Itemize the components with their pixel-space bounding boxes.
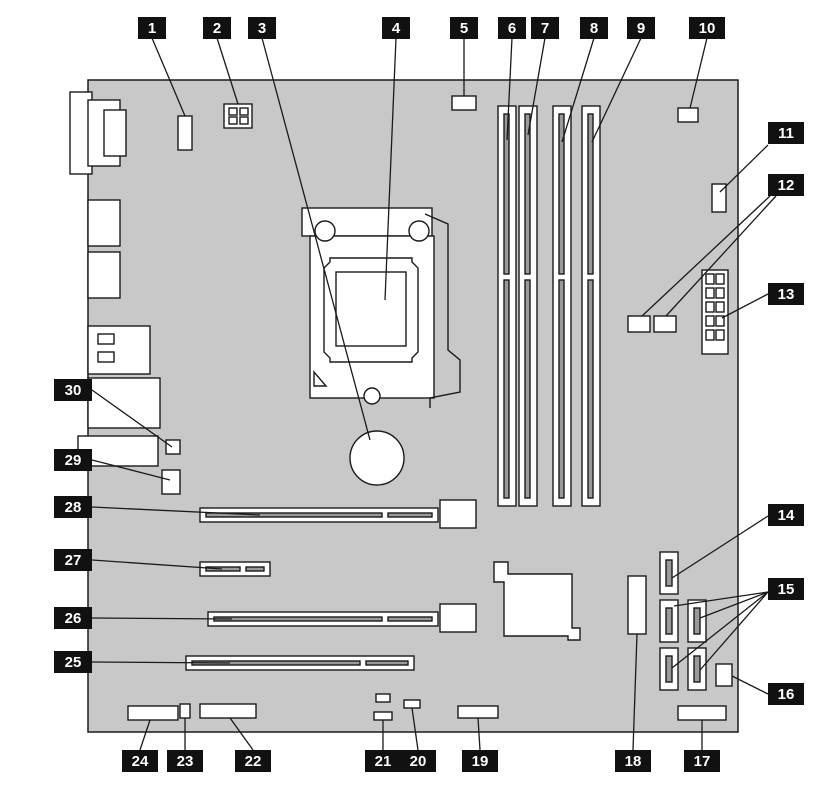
- coin-cell-battery: [349, 430, 405, 486]
- callout-label-9: 9: [637, 20, 645, 37]
- header-11: [711, 183, 727, 213]
- callout-badge-22: [235, 750, 271, 772]
- callout-badge-2: [203, 17, 231, 39]
- header-23: [179, 703, 191, 719]
- fan-connectors-12: [627, 315, 677, 333]
- callout-label-24: 24: [132, 753, 149, 770]
- callout-label-17: 17: [694, 753, 711, 770]
- callout-badge-29: [54, 449, 92, 471]
- callout-badge-7: [531, 17, 559, 39]
- header-19: [457, 705, 499, 719]
- callout-label-26: 26: [65, 610, 82, 627]
- callout-badges: 1 2 3 4 5 6 7 8 9 10 11 12 13 14 15 16 1: [54, 17, 804, 772]
- leader-lines: [91, 37, 777, 751]
- callout-label-22: 22: [245, 753, 262, 770]
- header-22: [199, 703, 257, 719]
- cpu-socket: [301, 207, 461, 408]
- callout-badge-18: [615, 750, 651, 772]
- callout-badge-14: [768, 504, 804, 526]
- header-1: [177, 115, 193, 151]
- header-17: [677, 705, 727, 721]
- callout-badge-9: [627, 17, 655, 39]
- callout-label-23: 23: [177, 753, 194, 770]
- pcie-x16-slot-28: [199, 499, 477, 529]
- header-10: [677, 107, 699, 123]
- callout-label-8: 8: [590, 20, 598, 37]
- callout-label-6: 6: [508, 20, 516, 37]
- callout-badge-21: [365, 750, 401, 772]
- main-power-connector: [701, 269, 729, 355]
- rear-io-ports: [69, 91, 161, 467]
- callout-badge-11: [768, 122, 804, 144]
- callout-label-12: 12: [778, 177, 795, 194]
- callout-label-19: 19: [472, 753, 489, 770]
- pci-slot-25: [185, 655, 415, 671]
- callout-label-13: 13: [778, 286, 795, 303]
- memory-slots: [497, 105, 601, 507]
- callout-label-3: 3: [258, 20, 266, 37]
- callout-badge-19: [462, 750, 498, 772]
- header-24: [127, 705, 179, 721]
- callout-label-28: 28: [65, 499, 82, 516]
- jumper-21a: [375, 693, 391, 703]
- callout-badge-5: [450, 17, 478, 39]
- callout-badge-23: [167, 750, 203, 772]
- callout-badge-16: [768, 683, 804, 705]
- callout-badge-10: [689, 17, 725, 39]
- callout-badge-4: [382, 17, 410, 39]
- callout-badge-27: [54, 549, 92, 571]
- jumper-21: [373, 711, 393, 721]
- callout-badge-1: [138, 17, 166, 39]
- header-5: [451, 95, 477, 111]
- pcie-x16-slot-26: [207, 603, 477, 633]
- callout-badge-3: [248, 17, 276, 39]
- callout-label-11: 11: [778, 125, 794, 142]
- header-29: [161, 469, 181, 495]
- callout-label-7: 7: [541, 20, 549, 37]
- cpu-power-connector: [223, 103, 253, 129]
- callout-label-16: 16: [778, 686, 795, 703]
- callout-label-18: 18: [625, 753, 642, 770]
- callout-badge-17: [684, 750, 720, 772]
- callout-badge-28: [54, 496, 92, 518]
- callout-badge-8: [580, 17, 608, 39]
- callout-label-27: 27: [65, 552, 82, 569]
- callout-label-14: 14: [778, 507, 795, 524]
- callout-label-1: 1: [148, 20, 156, 37]
- header-16: [715, 663, 733, 687]
- callout-badge-25: [54, 651, 92, 673]
- sata-connectors: [659, 551, 707, 691]
- callout-badge-13: [768, 283, 804, 305]
- chipset-heatsink: [493, 561, 581, 641]
- callout-label-4: 4: [392, 20, 401, 37]
- callout-label-29: 29: [65, 452, 82, 469]
- callout-label-21: 21: [375, 753, 392, 770]
- callout-label-15: 15: [778, 581, 795, 598]
- connector-18: [627, 575, 647, 635]
- jumper-20: [403, 699, 421, 709]
- header-30: [165, 439, 181, 455]
- callout-badge-6: [498, 17, 526, 39]
- callout-label-2: 2: [213, 20, 221, 37]
- callout-badge-24: [122, 750, 158, 772]
- callout-label-5: 5: [460, 20, 468, 37]
- callout-badge-30: [54, 379, 92, 401]
- callout-label-25: 25: [65, 654, 82, 671]
- callout-badge-15: [768, 578, 804, 600]
- callout-badge-12: [768, 174, 804, 196]
- callout-badge-20: [400, 750, 436, 772]
- pcie-x1-slot-27: [199, 561, 271, 577]
- callout-label-30: 30: [65, 382, 82, 399]
- callout-label-10: 10: [699, 20, 716, 37]
- callout-badge-26: [54, 607, 92, 629]
- callout-label-20: 20: [410, 753, 427, 770]
